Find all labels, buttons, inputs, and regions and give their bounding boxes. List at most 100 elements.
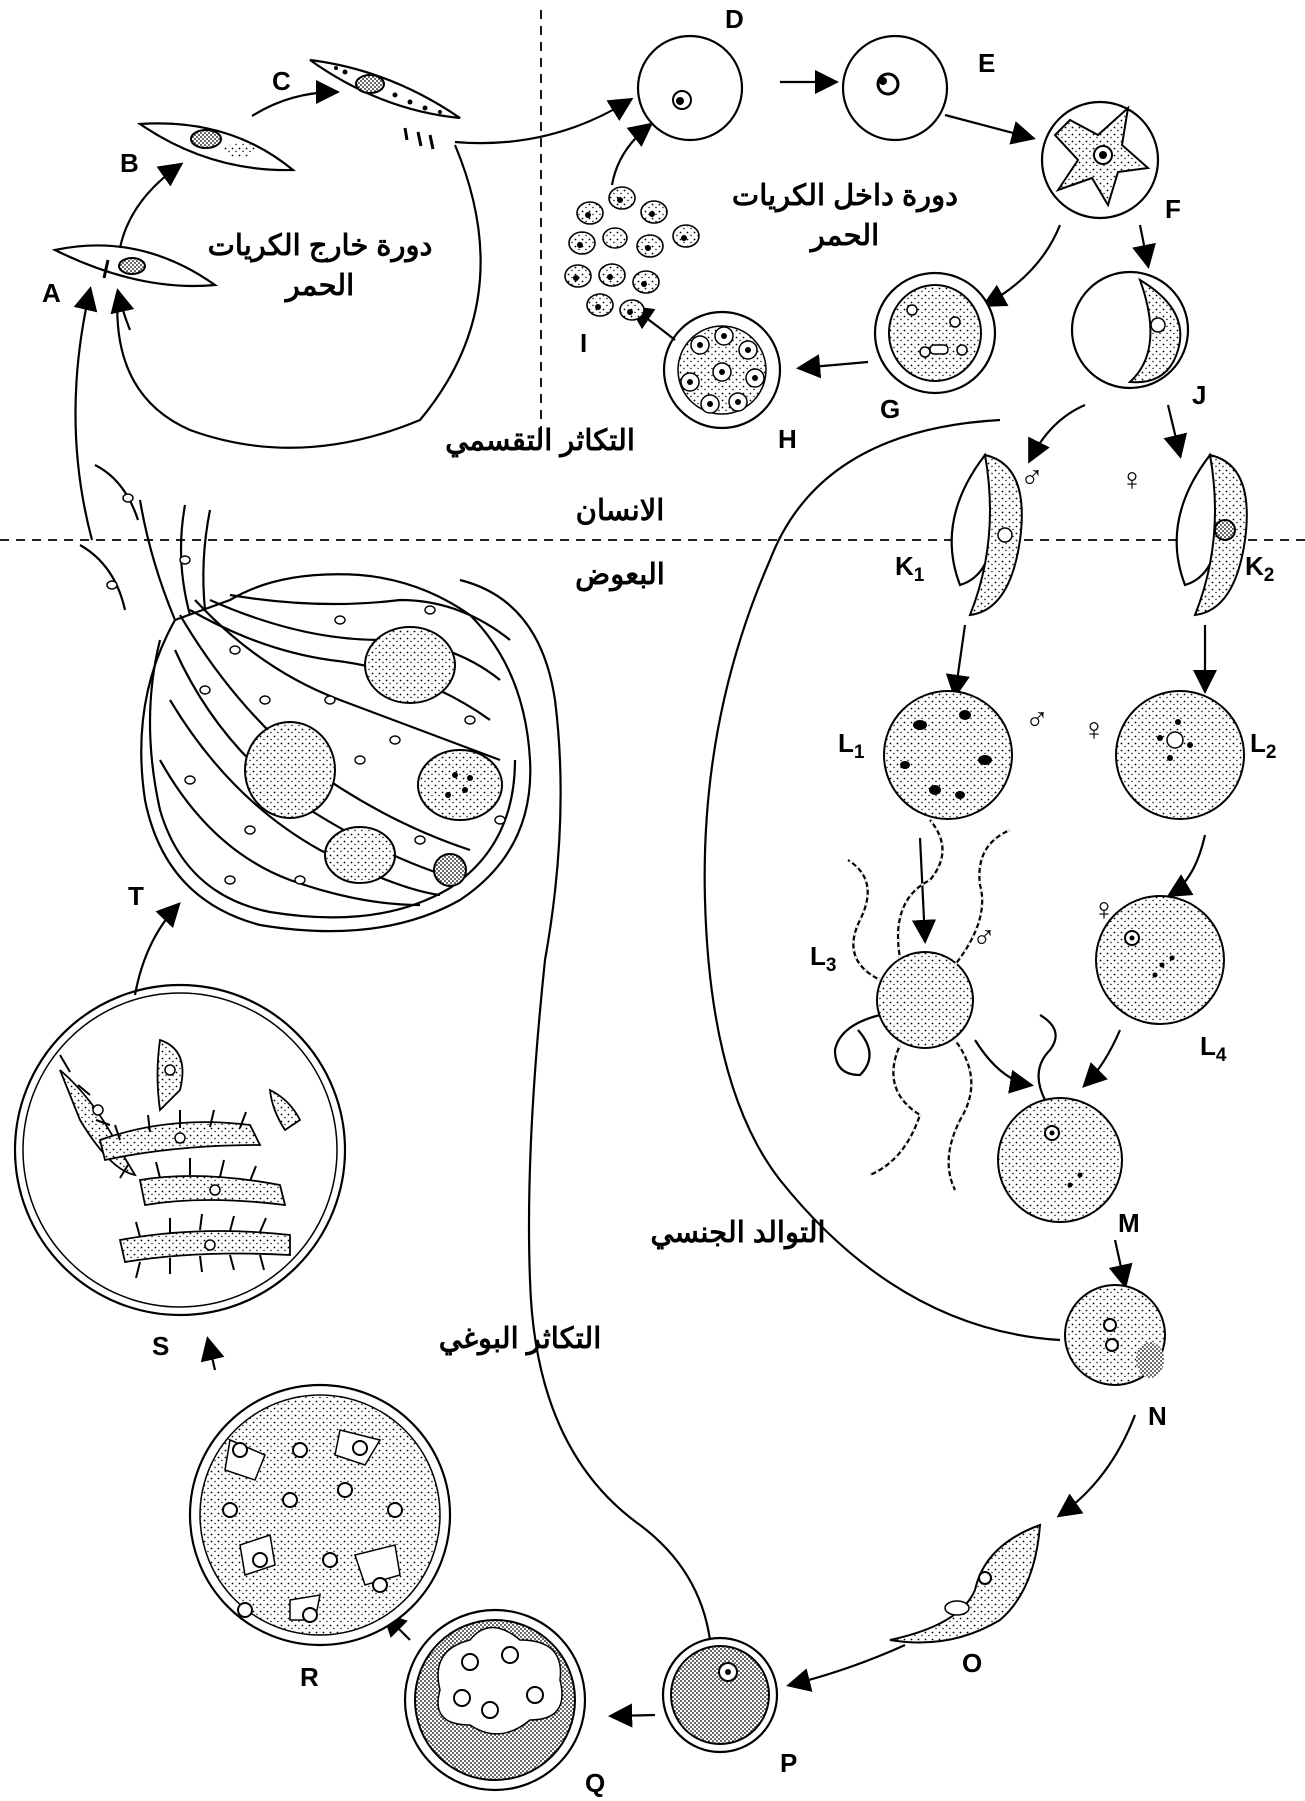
stage-label-r: R <box>300 1662 319 1692</box>
stage-label-j: J <box>1192 380 1206 410</box>
male-symbol-k1: ♂ <box>1020 459 1044 495</box>
arrow-k1-to-l1 <box>945 624 970 699</box>
arrow-l1-to-l3 <box>911 837 937 945</box>
stage-q-developing-oocyst <box>403 1608 587 1792</box>
arrow-j-to-k1 <box>1028 403 1086 464</box>
arrow-s-to-t <box>133 902 181 996</box>
stage-k2-female-gametocyte <box>1175 452 1248 617</box>
stage-p-young-oocyst <box>661 1636 779 1754</box>
arrow-n-to-o <box>1056 1414 1137 1518</box>
stage-label-l4: L4 <box>1200 1031 1227 1066</box>
exo-erythrocytic-label-line2: الحمر <box>284 270 354 303</box>
schizogony-label: التكاثر التقسمي <box>445 425 635 458</box>
stage-h-mature-schizont <box>662 310 782 430</box>
arrow-f-to-g <box>981 224 1062 307</box>
arrow-l3-to-m <box>974 1039 1034 1094</box>
stage-r-sporoblast-oocyst <box>188 1383 452 1647</box>
male-symbol-l3: ♂ <box>972 919 996 955</box>
stage-label-i: I <box>580 328 587 358</box>
stage-l1-male-gametocyte-free <box>883 690 1013 820</box>
arrow-loop-to-a <box>110 288 135 331</box>
stage-label-h: H <box>778 424 797 454</box>
stage-k1-male-gametocyte <box>950 452 1023 617</box>
stage-i-merozoites-released <box>564 186 700 321</box>
stage-label-k1-sub: 1 <box>914 565 925 586</box>
stage-label-t: T <box>128 881 144 911</box>
stage-label-c: C <box>272 66 291 96</box>
stage-t-salivary-gland-sporozoites <box>138 499 532 933</box>
arrow-p-to-q <box>607 1703 656 1728</box>
schizogony-loop-path <box>116 144 482 449</box>
stage-label-e: E <box>978 48 995 78</box>
sporogony-label: التكاثر البوغي <box>439 1323 602 1356</box>
stage-label-l4-letter: L <box>1200 1031 1216 1061</box>
stage-j-gametocyte-rbc <box>1070 270 1190 390</box>
stage-label-l2-sub: 2 <box>1266 742 1277 763</box>
region-mosquito-label: البعوض <box>575 559 665 592</box>
arrow-sporozoites-to-a <box>73 286 98 541</box>
stage-label-k1: K1 <box>895 551 925 586</box>
stage-label-l3-sub: 3 <box>826 955 837 976</box>
stage-b-liver-cell <box>136 122 296 172</box>
male-symbol-l1: ♂ <box>1025 701 1049 737</box>
stage-label-q: Q <box>585 1768 605 1798</box>
stage-c-liver-schizont <box>309 58 461 150</box>
arrow-b-to-c <box>251 79 341 117</box>
stage-label-p: P <box>780 1748 797 1778</box>
stage-l2-female-gametocyte-free <box>1115 690 1245 820</box>
female-symbol-l2: ♀ <box>1082 711 1106 747</box>
stage-label-k2-letter: K <box>1245 551 1264 581</box>
erythrocytic-label-line2: الحمر <box>809 220 879 253</box>
stage-l4-female-gamete <box>1095 895 1225 1025</box>
stage-s-sporozoite-oocyst <box>13 983 347 1317</box>
female-symbol-k2: ♀ <box>1120 461 1144 497</box>
stage-label-k2: K2 <box>1245 551 1274 586</box>
stage-label-s: S <box>152 1331 169 1361</box>
stage-label-l1-sub: 1 <box>854 742 865 763</box>
stage-label-n: N <box>1148 1401 1167 1431</box>
arrow-j-to-k2 <box>1163 404 1188 459</box>
arrow-c-to-d <box>454 97 634 145</box>
stage-l3-exflagellating-male <box>833 819 1011 1191</box>
erythrocytic-label-line1: دورة داخل الكريات <box>732 180 958 213</box>
arrow-a-to-b <box>118 162 184 249</box>
arrow-e-to-f <box>944 113 1036 145</box>
arrow-o-to-p <box>786 1643 906 1692</box>
arrow-m-to-n <box>1108 1239 1133 1289</box>
stage-n-zygote <box>1064 1284 1166 1386</box>
gametogony-cycle-curve <box>703 418 1061 1342</box>
arrow-g-to-h <box>795 354 869 379</box>
arrow-l2-to-l4 <box>1166 834 1207 898</box>
arrow-r-to-s <box>200 1336 225 1371</box>
region-human-label: الانسان <box>576 495 665 527</box>
stage-label-l2: L2 <box>1250 728 1276 763</box>
stage-label-k2-sub: 2 <box>1264 565 1275 586</box>
stage-label-o: O <box>962 1648 982 1678</box>
stage-label-m: M <box>1118 1208 1140 1238</box>
stage-g-immature-schizont <box>873 271 997 395</box>
sporogony-cycle-curve <box>459 578 712 1641</box>
stage-label-d: D <box>725 4 744 34</box>
stage-label-l3-letter: L <box>810 941 826 971</box>
stage-label-g: G <box>880 394 900 424</box>
exo-erythrocytic-label-line1: دورة خارج الكريات <box>208 230 433 263</box>
stage-o-ookinete <box>889 1523 1042 1644</box>
stage-e-trophozoite-rbc <box>841 34 949 142</box>
stage-m-fertilization <box>997 1014 1123 1223</box>
arrow-l4-to-m <box>1082 1029 1122 1088</box>
stage-label-a: A <box>42 278 61 308</box>
stage-label-l1-letter: L <box>838 728 854 758</box>
stage-label-l1: L1 <box>838 728 865 763</box>
stage-a-liver-cell <box>51 244 219 288</box>
arrow-f-to-j <box>1132 224 1156 269</box>
stage-label-b: B <box>120 148 139 178</box>
gametogony-label: التوالد الجنسي <box>650 1217 825 1250</box>
stage-label-f: F <box>1165 194 1181 224</box>
stage-label-l4-sub: 4 <box>1216 1045 1227 1066</box>
sporozoites-inoculated <box>79 464 140 611</box>
stage-label-l2-letter: L <box>1250 728 1266 758</box>
stage-f-amoeboid-trophozoite <box>1040 100 1160 220</box>
stage-d-ring-rbc <box>636 34 744 142</box>
female-symbol-l4: ♀ <box>1092 891 1116 927</box>
